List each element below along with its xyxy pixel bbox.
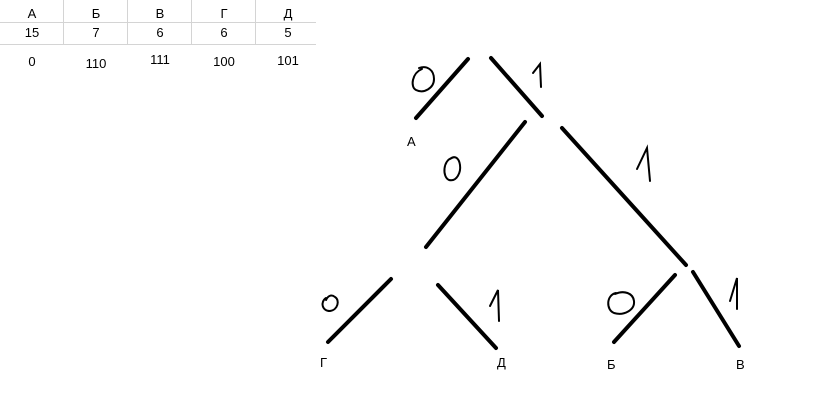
- table-divider: [0, 22, 316, 23]
- edge-root-left: [414, 57, 470, 120]
- count-cell: 5: [284, 25, 292, 40]
- letter-cell: Д: [283, 6, 293, 21]
- digit-one-mid-right: [636, 144, 651, 182]
- code-cell: 111: [150, 52, 170, 67]
- edge-rr-right: [691, 270, 741, 348]
- leaf-label-b: Б: [607, 357, 616, 372]
- code-cell: 100: [213, 54, 235, 69]
- edge-ll-left: [326, 277, 393, 344]
- edge-ll-right: [436, 283, 498, 350]
- edge-rr-left: [612, 273, 677, 344]
- code-cell: 0: [28, 54, 36, 69]
- edge-root-right: [489, 56, 544, 118]
- letter-cell: А: [27, 6, 37, 21]
- table-divider: [0, 44, 316, 45]
- leaf-label-a: А: [407, 134, 416, 149]
- digit-zero-mid-left: [443, 156, 462, 182]
- digit-one-rr-right: [729, 277, 738, 310]
- edge-mid-left: [424, 120, 527, 249]
- edge-mid-right: [560, 126, 688, 267]
- count-cell: 15: [24, 25, 40, 40]
- leaf-label-d: Д: [497, 355, 506, 370]
- leaf-label-g: Г: [320, 355, 328, 370]
- digit-zero-rr-left: [607, 291, 636, 315]
- count-cell: 6: [156, 25, 164, 40]
- code-cell: 110: [85, 56, 107, 71]
- frequency-table: А Б В Г Д 15 7 6 6 5 0 110 111 100 101: [0, 0, 320, 80]
- count-cell: 7: [92, 25, 100, 40]
- digit-zero-root-left: [411, 66, 436, 93]
- digit-one-ll-right: [489, 289, 500, 322]
- digit-zero-ll-left: [321, 294, 339, 313]
- code-cell: 101: [277, 53, 299, 68]
- letter-cell: Г: [220, 6, 228, 21]
- letter-cell: Б: [91, 6, 101, 21]
- digit-one-root-right: [532, 61, 542, 88]
- count-cell: 6: [220, 25, 228, 40]
- letter-cell: В: [155, 6, 165, 21]
- leaf-label-v: В: [736, 357, 745, 372]
